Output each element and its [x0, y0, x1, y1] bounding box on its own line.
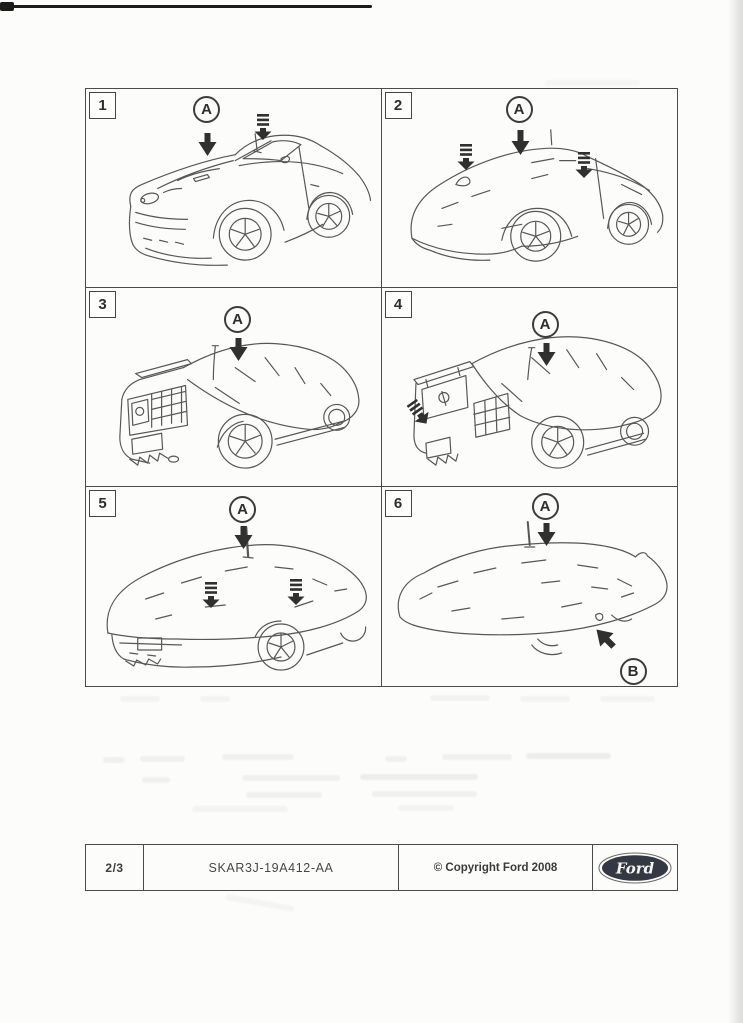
callout-a-label: A	[232, 311, 243, 328]
car-illustration-step-4	[412, 336, 662, 469]
step-number-box: 6	[384, 490, 412, 517]
scan-artifact-mark	[0, 2, 14, 11]
step-grid: 1 A	[85, 88, 678, 687]
callout-b: B	[619, 658, 647, 685]
callout-a: A	[531, 311, 559, 338]
step-number-box: 5	[89, 490, 116, 517]
callout-a: A	[229, 496, 256, 523]
step-panel-1: 1 A	[86, 89, 382, 288]
callout-a-label: A	[539, 316, 551, 333]
car-illustration-step-1	[128, 133, 372, 266]
footer-page-number: 2/3	[86, 845, 144, 890]
ford-oval-icon: Ford	[598, 852, 672, 883]
down-arrow-icon	[537, 343, 555, 366]
step-number: 2	[393, 97, 403, 114]
step-panel-2: 2 A	[381, 89, 677, 288]
step-number: 6	[393, 495, 403, 512]
step-panel-3: 3 A	[86, 288, 382, 487]
step-number-box: 1	[89, 92, 116, 119]
press-down-icon	[406, 398, 429, 424]
step-number-box: 3	[89, 291, 116, 318]
step-number: 5	[98, 495, 107, 512]
down-arrow-icon	[198, 133, 217, 156]
step-panel-6: 6 A B	[382, 487, 678, 686]
step-number: 3	[98, 296, 107, 313]
press-down-icon	[254, 114, 272, 140]
callout-a: A	[193, 96, 220, 123]
scan-artifact-line	[0, 5, 372, 8]
car-illustration-step-5	[106, 525, 367, 671]
car-illustration-step-3	[119, 342, 360, 469]
press-down-icon	[457, 144, 474, 170]
step-panel-4: 4 A	[381, 288, 677, 487]
car-illustration-step-6	[397, 521, 668, 656]
down-arrow-icon	[511, 130, 529, 155]
step-panel-5: 5 A	[86, 487, 382, 686]
callout-a-label: A	[201, 101, 212, 118]
step-number: 1	[98, 97, 107, 114]
callout-a: A	[224, 306, 251, 333]
step-number-box: 4	[384, 291, 412, 318]
ford-logo-text: Ford	[615, 859, 655, 877]
press-down-icon	[287, 579, 305, 605]
callout-a-label: A	[539, 498, 551, 515]
down-arrow-icon	[234, 526, 253, 549]
car-illustration-step-2	[410, 129, 663, 262]
callout-a: A	[531, 493, 559, 520]
ford-logo: Ford	[593, 845, 677, 890]
press-down-icon	[575, 152, 592, 178]
step-number: 4	[393, 296, 403, 313]
up-left-arrow-icon	[595, 629, 616, 649]
scan-edge-shadow	[728, 0, 743, 1023]
footer-part-number: SKAR3J-19A412-AA	[144, 845, 399, 890]
callout-a: A	[505, 96, 533, 123]
footer-title-block: 2/3 SKAR3J-19A412-AA © Copyright Ford 20…	[85, 844, 678, 891]
down-arrow-icon	[229, 338, 248, 361]
step-number-box: 2	[384, 92, 412, 119]
down-arrow-icon	[537, 523, 555, 546]
press-down-icon	[202, 582, 220, 608]
footer-copyright: © Copyright Ford 2008	[399, 845, 593, 890]
callout-a-label: A	[237, 501, 248, 518]
callout-a-label: A	[513, 101, 525, 118]
callout-b-label: B	[627, 663, 639, 680]
